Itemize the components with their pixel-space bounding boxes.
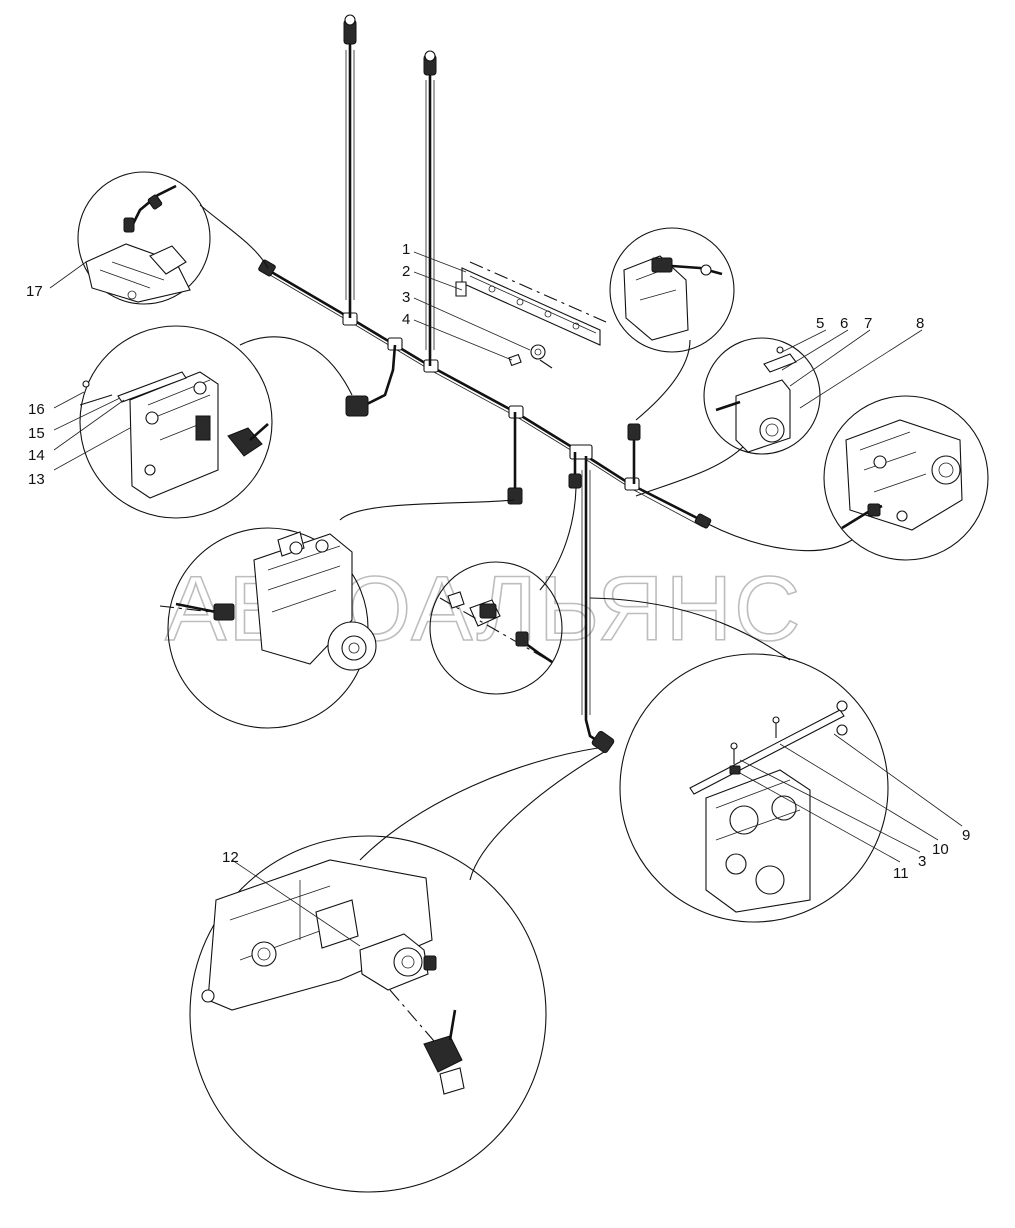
callout-2: 2 xyxy=(402,263,410,280)
callout-1: 1 xyxy=(402,241,410,258)
inset-small-sensor xyxy=(429,487,577,695)
callouts: 1 2 3 4 5 6 7 8 9 10 3 11 12 13 14 15 16… xyxy=(26,241,970,882)
callout-3b: 3 xyxy=(918,853,926,870)
callout-11: 11 xyxy=(893,865,909,882)
callout-16: 16 xyxy=(28,401,45,418)
callout-6: 6 xyxy=(840,315,848,332)
callout-3: 3 xyxy=(402,289,410,306)
inset-12 xyxy=(189,747,605,1193)
bracket-assembly xyxy=(455,261,607,369)
inset-sensor-top xyxy=(609,227,735,421)
callout-10: 10 xyxy=(932,841,949,858)
main-harness xyxy=(258,14,712,754)
leader-lines xyxy=(49,251,963,947)
callout-9: 9 xyxy=(962,827,970,844)
inset-thermostat xyxy=(707,395,989,561)
callout-12: 12 xyxy=(222,849,239,866)
callout-14: 14 xyxy=(28,447,45,464)
callout-17: 17 xyxy=(26,283,43,300)
inset-13-16 xyxy=(79,325,353,519)
inset-injection-pump xyxy=(159,499,515,729)
callout-5: 5 xyxy=(816,315,824,332)
callout-4: 4 xyxy=(402,311,410,328)
callout-7: 7 xyxy=(864,315,872,332)
callout-15: 15 xyxy=(28,425,45,442)
inset-9-11 xyxy=(589,597,889,923)
inset-17 xyxy=(77,171,269,305)
callout-13: 13 xyxy=(28,471,45,488)
inset-5-8 xyxy=(635,337,821,497)
callout-8: 8 xyxy=(916,315,924,332)
